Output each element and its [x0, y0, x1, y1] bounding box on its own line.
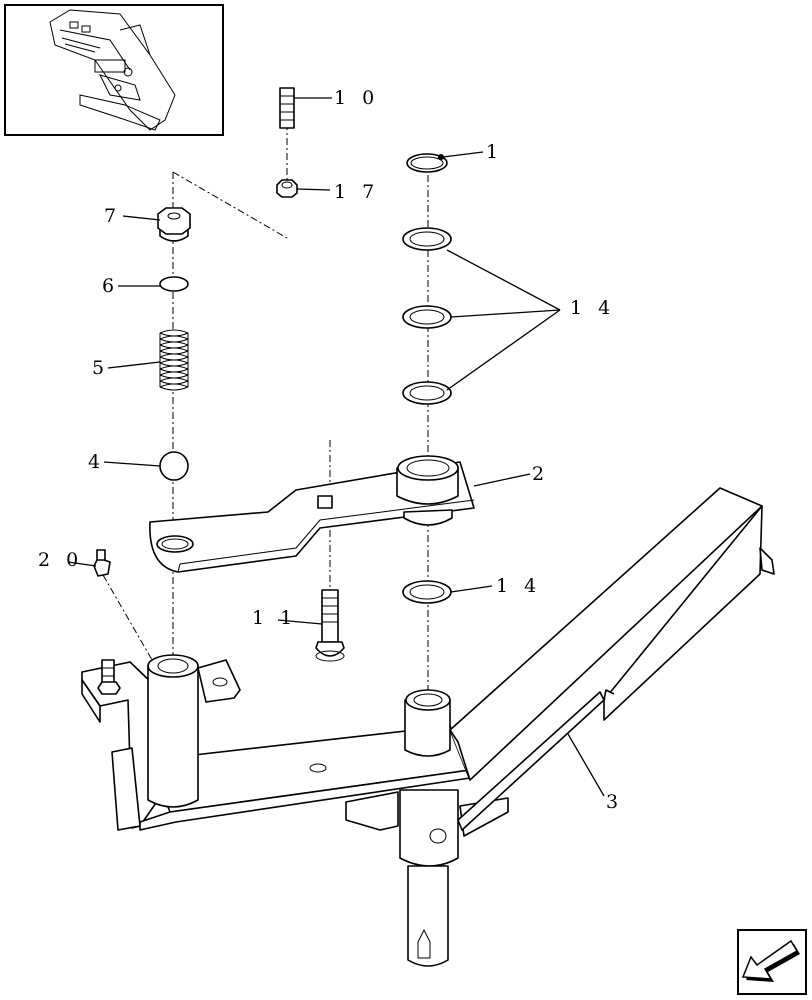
part-5-spring — [159, 329, 189, 391]
callout-11: 1 1 — [252, 607, 297, 629]
callout-10: 1 0 — [334, 87, 379, 109]
part-20-grease-fitting — [93, 549, 111, 577]
callout-2: 2 — [532, 463, 549, 485]
locator-machine-sketch — [49, 9, 176, 131]
part-6-disc — [159, 276, 189, 292]
part-2-lever-arm — [149, 455, 475, 573]
part-7-cap-nut — [157, 207, 191, 242]
callout-1: 1 — [486, 141, 503, 163]
callout-20: 2 0 — [38, 549, 83, 571]
callout-17: 1 7 — [334, 181, 379, 203]
part-10-threaded-stud — [279, 87, 295, 129]
callout-4: 4 — [88, 451, 105, 473]
part-11-bolt — [315, 589, 345, 662]
callout-5: 5 — [92, 357, 109, 379]
leader-lines — [67, 97, 605, 797]
part-4-ball — [159, 451, 189, 481]
callout-14b: 1 4 — [496, 575, 541, 597]
locator-thumbnail[interactable] — [4, 4, 224, 136]
return-arrow-icon[interactable] — [737, 929, 807, 995]
part-3-arm — [449, 487, 775, 831]
part-1-snap-ring — [406, 153, 448, 173]
callout-14a: 1 4 — [570, 297, 615, 319]
part-17-nut — [276, 179, 298, 198]
callout-3: 3 — [606, 791, 623, 813]
callout-labels: 1 2 3 4 5 6 7 1 0 1 1 1 4 1 4 1 7 2 0 — [38, 87, 623, 813]
main-bracket-assembly — [81, 654, 509, 967]
callout-7: 7 — [104, 205, 121, 227]
part-14-washers — [402, 227, 452, 604]
callout-6: 6 — [102, 275, 119, 297]
